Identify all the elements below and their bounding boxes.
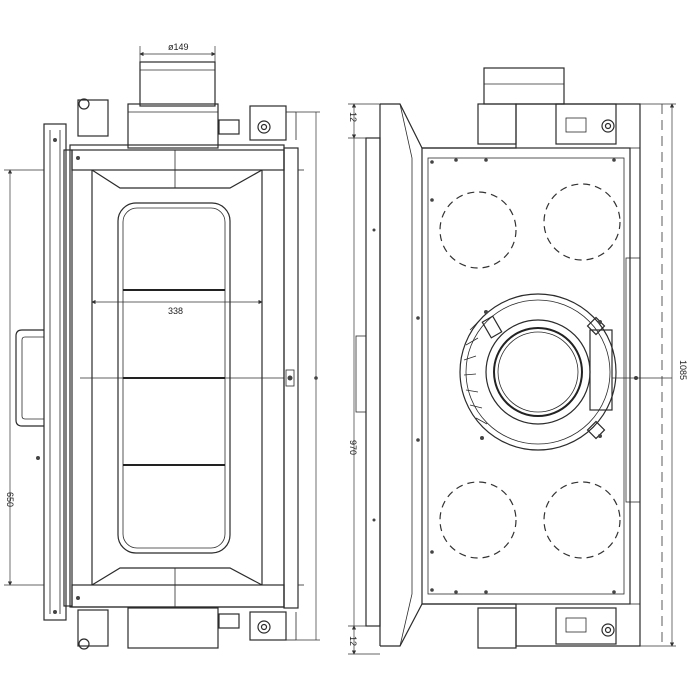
frame-bolts [36, 138, 80, 614]
front-view: ø149 338 650 [4, 42, 320, 650]
glass-window [117, 202, 231, 554]
back-left-flange [355, 137, 381, 627]
door-frame [43, 123, 285, 621]
dim-right-height-label: 1085 [678, 360, 688, 380]
dim-top-margin-label: 12 [348, 112, 358, 122]
back-view: 12 12 970 1085 [348, 67, 688, 655]
dim-front-overall [296, 111, 320, 641]
dim-flue-diameter-label: ø149 [168, 42, 189, 52]
top-flue-collar [127, 61, 219, 149]
dim-glass-width: 338 [91, 299, 263, 316]
dim-left-height: 650 [4, 169, 44, 586]
back-top-collar [477, 67, 617, 145]
dim-flue-diameter: ø149 [139, 42, 216, 62]
front-right-side [283, 147, 304, 609]
dim-right-height: 1085 [612, 103, 688, 647]
central-flue-outlet [459, 293, 638, 451]
dim-glass-width-label: 338 [168, 306, 183, 316]
back-bottom-collar [477, 607, 617, 649]
dim-right-depth-label: 970 [348, 440, 358, 455]
dim-bottom-margin: 12 [348, 625, 380, 655]
door-handle [15, 329, 44, 427]
back-body [379, 103, 641, 647]
dim-bottom-margin-label: 12 [348, 636, 358, 646]
dim-top-margin: 12 [348, 103, 380, 139]
bottom-brackets [77, 607, 297, 650]
knockout-circles [439, 183, 621, 559]
back-bolts [372, 158, 616, 594]
dim-left-height-label: 650 [5, 492, 15, 507]
dim-right-depth: 970 [348, 138, 358, 626]
top-brackets [77, 98, 297, 141]
